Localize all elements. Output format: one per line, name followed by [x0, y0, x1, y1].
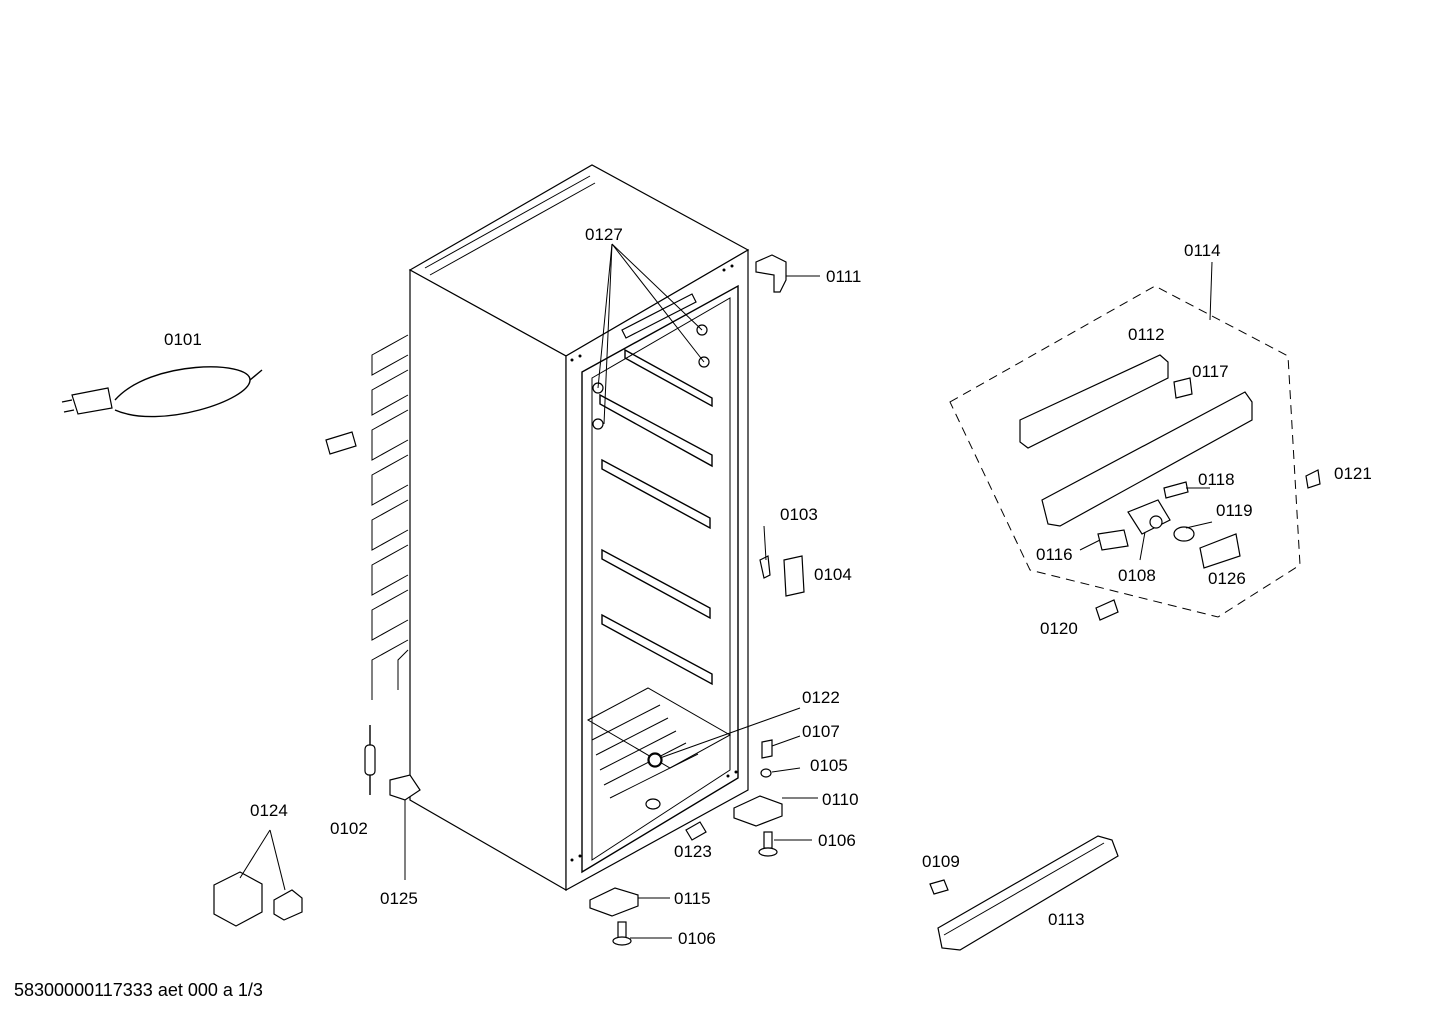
- coil-clip: [325, 431, 357, 455]
- callout-0102: 0102: [330, 819, 368, 838]
- callout-0113: 0113: [1048, 910, 1085, 929]
- control-panel-group-outline: [949, 285, 1301, 618]
- callout-0120: 0120: [1040, 619, 1078, 638]
- temperature-sensor: [364, 725, 376, 795]
- cabinet-body: [408, 164, 750, 892]
- callout-0105: 0105: [810, 756, 848, 775]
- callout-0124: 0124: [250, 801, 288, 820]
- callout-0127: 0127: [585, 225, 623, 244]
- callout-0111: 0111: [826, 267, 861, 286]
- callout-0106: 0106: [678, 929, 716, 948]
- bottom-grille: [937, 835, 1119, 951]
- callout-0107: 0107: [802, 722, 840, 741]
- callout-0121: 0121: [1334, 464, 1372, 483]
- cover-0118: [1163, 481, 1189, 499]
- callout-0123: 0123: [674, 842, 712, 861]
- callout-0110: 0110: [822, 790, 859, 809]
- callout-0112: 0112: [1128, 325, 1165, 344]
- callout-0119: 0119: [1216, 501, 1253, 520]
- power-cord: [61, 366, 263, 418]
- callout-0125: 0125: [380, 889, 418, 908]
- callout-0122: 0122: [802, 688, 840, 707]
- document-id: 58300000117333 aet 000 a 1/3: [14, 980, 263, 1000]
- callout-0108: 0108: [1118, 566, 1156, 585]
- clip-0121: [1305, 469, 1321, 489]
- condenser-coil: [371, 334, 409, 700]
- clip-0120: [1095, 599, 1119, 621]
- adjustable-foot-right: [758, 831, 778, 857]
- callout-0118: 0118: [1198, 470, 1235, 489]
- bottom-hinge-left: [589, 887, 639, 917]
- callout-0114: 0114: [1184, 241, 1221, 260]
- clip-0123: [685, 821, 707, 841]
- switch-0116: [1097, 529, 1129, 551]
- control-panel-front: [1019, 354, 1169, 449]
- callout-0116: 0116: [1036, 545, 1073, 564]
- top-hinge: [755, 254, 787, 293]
- thermostat-0108: [1127, 499, 1171, 535]
- leader-lines: [239, 243, 1213, 939]
- lens-0126: [1199, 533, 1241, 569]
- callout-0104: 0104: [814, 565, 852, 584]
- adjustable-foot-left: [612, 921, 632, 946]
- clip-0109: [929, 879, 949, 895]
- callout-labels: 0127 0111 0101 0114 0112 0117 0121 0118 …: [164, 225, 1372, 948]
- callout-0115: 0115: [674, 889, 711, 908]
- callout-0106: 0106: [818, 831, 856, 850]
- callout-0101: 0101: [164, 330, 202, 349]
- door-switch-cover: [783, 555, 805, 597]
- lamp-0119: [1173, 526, 1195, 542]
- relay-starter: [213, 871, 303, 927]
- callout-0117: 0117: [1192, 362, 1229, 381]
- hinge-pin: [761, 739, 773, 759]
- callout-0126: 0126: [1208, 569, 1246, 588]
- callout-0109: 0109: [922, 852, 960, 871]
- control-knob-0117: [1173, 377, 1193, 399]
- washer: [760, 768, 772, 778]
- bottom-hinge-right: [733, 795, 783, 827]
- control-panel-housing: [1041, 391, 1253, 527]
- door-switch-spring: [759, 555, 771, 579]
- drain-plug: [648, 753, 662, 767]
- connector-block: [389, 774, 421, 801]
- callout-0103: 0103: [780, 505, 818, 524]
